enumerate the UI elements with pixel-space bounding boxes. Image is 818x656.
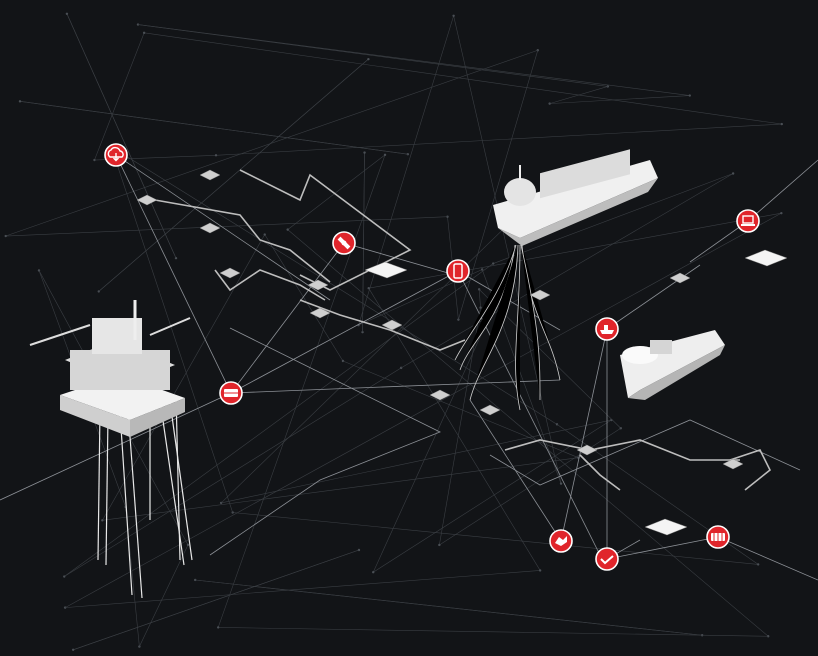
node-check[interactable] — [595, 547, 619, 571]
subsea-template — [669, 272, 691, 284]
node-vessel[interactable] — [595, 317, 619, 341]
subsea-template — [219, 267, 241, 279]
fpso-vessel — [454, 149, 658, 411]
seabed-grid-pad — [364, 261, 408, 279]
node-satellite[interactable] — [332, 231, 356, 255]
subsea-template — [529, 289, 551, 301]
cloud-download-icon — [107, 146, 124, 162]
subsea-templates — [136, 169, 788, 536]
node-drone[interactable] — [549, 529, 573, 553]
subsea-template — [381, 319, 403, 331]
ship-icon — [600, 325, 614, 334]
node-router[interactable] — [706, 525, 730, 549]
seabed-grid-pad — [644, 518, 688, 536]
server-icon — [224, 389, 238, 397]
node-mobile[interactable] — [446, 259, 470, 283]
supply-vessel — [620, 330, 725, 400]
subsea-template — [479, 404, 501, 416]
router-icon — [711, 533, 725, 541]
node-server[interactable] — [219, 381, 243, 405]
subsea-template — [199, 169, 221, 181]
laptop-icon — [741, 215, 755, 226]
subsea-pipelines — [154, 169, 772, 491]
mobile-phone-icon — [453, 263, 463, 279]
subsea-template — [576, 444, 598, 456]
subsea-template — [309, 307, 331, 319]
drilling-rig — [29, 300, 193, 599]
node-cloud[interactable] — [104, 143, 128, 167]
satellite-icon — [337, 236, 351, 250]
check-icon — [600, 555, 614, 565]
subsea-template — [136, 194, 158, 206]
subsea-template — [307, 279, 329, 291]
subsea-template — [199, 222, 221, 234]
seabed-grid-pad — [744, 249, 788, 267]
node-laptop[interactable] — [736, 209, 760, 233]
drone-icon — [555, 536, 567, 546]
subsea-template — [722, 458, 744, 470]
network-links — [0, 154, 818, 581]
background-mesh — [4, 12, 783, 652]
subsea-template — [429, 389, 451, 401]
network-nodes — [104, 143, 760, 571]
